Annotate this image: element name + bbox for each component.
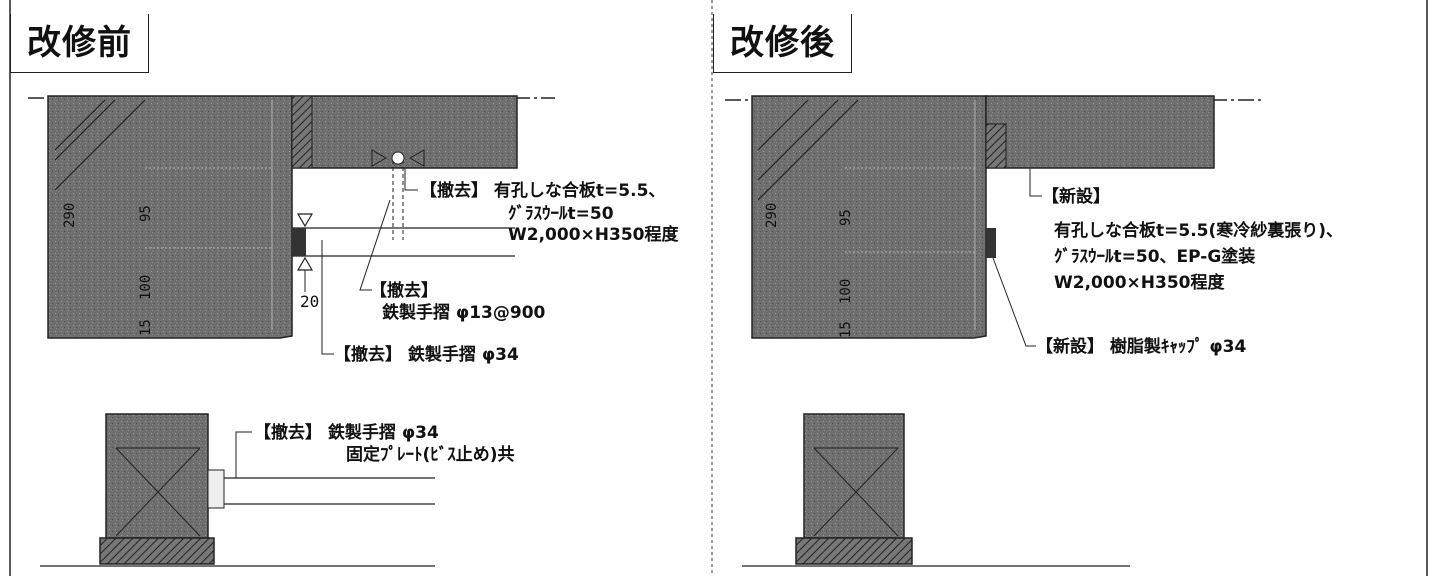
dim-290-after: 290 <box>764 202 780 228</box>
base-plate-after <box>795 537 913 565</box>
new-board-spec: 有孔しな合板t=5.5(寒冷紗裏張り)、 <box>1054 221 1344 241</box>
edge-strip <box>291 95 313 169</box>
fixing-plate <box>207 469 225 509</box>
remove-rail-plate-head: 【撤去】 鉄製手摺 φ34 <box>254 423 439 443</box>
dim-95: 95 <box>138 205 154 222</box>
resin-cap <box>986 228 996 258</box>
base-plate <box>99 537 215 565</box>
dim-290: 290 <box>62 202 78 228</box>
before-section-top <box>28 95 555 355</box>
dim-95-after: 95 <box>838 209 854 226</box>
dim-15: 15 <box>138 319 154 336</box>
ceiling-slab <box>291 95 518 169</box>
remove-board-glasswool: ｸﾞﾗｽｳｰﾙt=50 <box>508 204 614 224</box>
after-section-top <box>725 95 1265 347</box>
dim-20: 20 <box>300 292 320 311</box>
remove-rail-small-spec: 鉄製手摺 φ13@900 <box>382 303 546 323</box>
after-section-bottom <box>742 413 1130 567</box>
remove-board-size: W2,000×H350程度 <box>508 225 679 245</box>
before-title: 改修前 <box>10 14 149 73</box>
post-concrete <box>105 413 209 539</box>
dim-100-after: 100 <box>838 278 854 304</box>
new-board-head: 【新設】 <box>1042 187 1110 207</box>
after-title: 改修後 <box>713 14 852 73</box>
new-cap-label: 【新設】 樹脂製ｷｬｯﾌﾟ φ34 <box>1036 337 1247 357</box>
before-section-bottom <box>40 413 435 567</box>
remove-rail-plate-spec: 固定ﾌﾟﾚｰﾄ(ﾋﾞｽ止め)共 <box>346 445 515 465</box>
remove-board-label: 【撤去】 有孔しな合板t=5.5、 <box>420 181 666 201</box>
new-board-size: W2,000×H350程度 <box>1054 273 1225 293</box>
dim-15-after: 15 <box>838 321 854 338</box>
new-board-glasswool: ｸﾞﾗｽｳｰﾙt=50、EP-G塗装 <box>1054 247 1256 267</box>
remove-rail-34: 【撤去】 鉄製手摺 φ34 <box>334 345 519 365</box>
beam-concrete-after <box>751 95 987 339</box>
rail-bracket <box>292 228 306 256</box>
ceiling-slab-after <box>985 95 1215 169</box>
dim-100: 100 <box>138 274 154 300</box>
post-concrete-after <box>803 413 905 539</box>
remove-rail-small-head: 【撤去】 <box>370 281 438 301</box>
beam-concrete <box>47 95 293 339</box>
